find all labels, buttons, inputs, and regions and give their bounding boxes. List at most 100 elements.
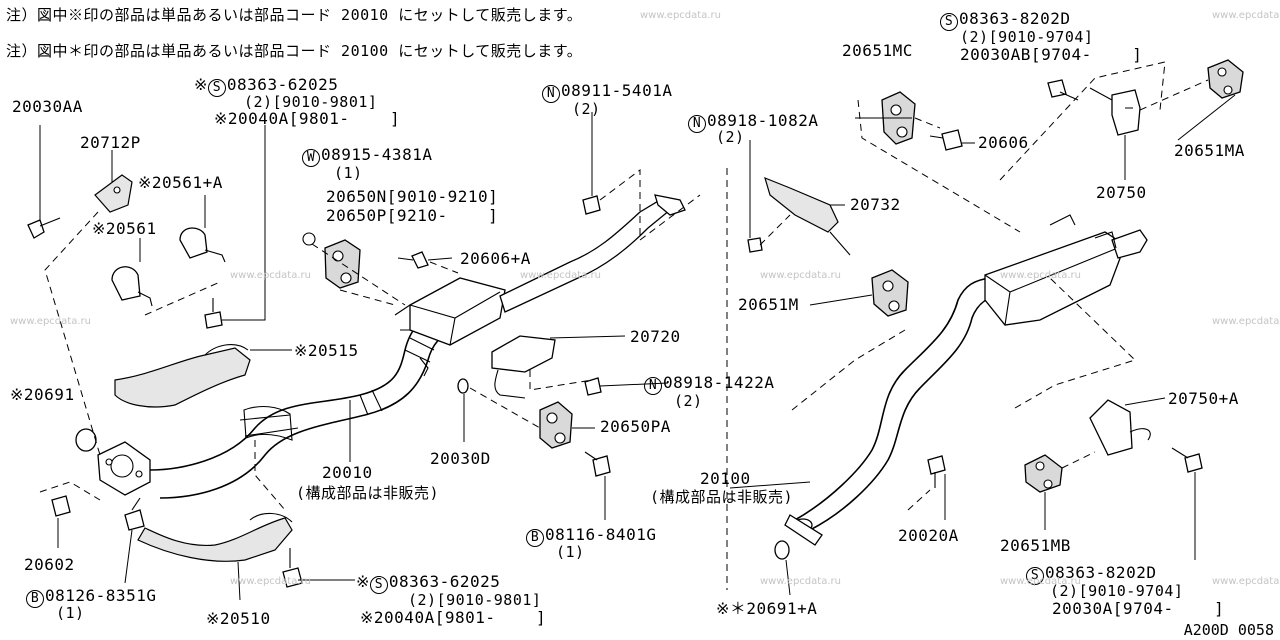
- callout-20100-note: (構成部品は非販売): [650, 488, 794, 506]
- s-symbol: S: [940, 13, 958, 31]
- rear-exhaust-tube: [784, 277, 1003, 546]
- callout-20651MB: 20651MB: [1000, 536, 1071, 555]
- watermark: www.epcdata.ru: [1000, 576, 1081, 587]
- callout-20650P: 20650P[9210- ]: [326, 206, 499, 225]
- callout-20040A-top: ※20040A[9801- ]: [214, 109, 401, 128]
- callout-20651MC: 20651MC: [842, 41, 913, 60]
- callout-w-08915-4381A-qty: (1): [334, 164, 363, 182]
- callout-20712P: 20712P: [80, 133, 141, 152]
- mount-20651M: [871, 269, 909, 317]
- callout-20750A: 20750+A: [1168, 389, 1239, 408]
- watermark: www.epcdata.ru: [1000, 270, 1081, 281]
- fasteners: [27, 79, 1203, 588]
- heat-insulator-lower: [137, 512, 293, 562]
- callout-20030AA: 20030AA: [12, 97, 83, 116]
- callout-s-08363-8202D-bottom-qty: (2)[9010-9704]: [1050, 582, 1184, 600]
- mount-20650PA: [539, 401, 573, 449]
- callout-20651MA: 20651MA: [1174, 141, 1245, 160]
- s-symbol: S: [207, 79, 226, 97]
- callout-20720: 20720: [630, 327, 681, 346]
- callout-20510: ※20510: [206, 609, 271, 628]
- callout-20561A: ※20561+A: [138, 173, 223, 192]
- callout-b-08116-8401G-qty: (1): [556, 543, 585, 561]
- heat-insulator-upper: [114, 344, 251, 408]
- callout-s-08363-8202D-top-qty: (2)[9010-9704]: [960, 28, 1094, 46]
- bracket-20732: [764, 176, 851, 256]
- assembly-lines: [39, 61, 1209, 590]
- w-symbol: W: [302, 149, 320, 167]
- callout-20040A-bottom: ※20040A[9801- ]: [360, 608, 547, 627]
- s-symbol: S: [1026, 567, 1044, 585]
- watermark: www.epcdata.ru: [230, 576, 311, 587]
- manifold-flange: [97, 441, 151, 496]
- callout-20100: 20100: [700, 469, 751, 488]
- callout-n-08918-1082A-qty: (2): [716, 128, 745, 146]
- gasket-20691: [75, 428, 97, 452]
- part-number: 08126-8351G: [45, 586, 157, 605]
- watermark: www.epcdata.ru: [760, 270, 841, 281]
- front-muffler: [394, 194, 686, 346]
- mount-20651MB: [1024, 454, 1063, 493]
- callout-20020A: 20020A: [898, 526, 959, 545]
- bracket-20750A: [1089, 399, 1151, 456]
- watermark: www.epcdata.ru: [10, 316, 91, 327]
- callout-20606: 20606: [978, 133, 1029, 152]
- callout-20515: ※20515: [294, 341, 359, 360]
- watermark: www.epcdata.ru: [230, 270, 311, 281]
- main-muffler: [984, 214, 1148, 326]
- rice-mark: ※: [356, 572, 370, 591]
- watermark: www.epcdata.ru: [1212, 316, 1280, 327]
- callout-20650PA: 20650PA: [600, 417, 671, 436]
- part-number: 08918-1082A: [707, 111, 819, 130]
- callout-20030A: 20030A[9704- ]: [1052, 599, 1225, 618]
- watermark: www.epcdata.ru: [520, 270, 601, 281]
- callout-20651M: 20651M: [738, 295, 799, 314]
- callout-20030D: 20030D: [430, 449, 491, 468]
- part-number: 08363-8202D: [1045, 563, 1157, 582]
- callout-s-08363-62025-bottom-qty: (2)[9010-9801]: [408, 591, 542, 609]
- b-symbol: B: [526, 529, 544, 547]
- b-symbol: B: [26, 590, 44, 608]
- callout-20010-note: (構成部品は非販売): [296, 484, 440, 502]
- callout-20750: 20750: [1096, 183, 1147, 202]
- watermark: www.epcdata.ru: [760, 576, 841, 587]
- part-number: 08363-62025: [388, 572, 501, 591]
- note-line-1: 注）図中※印の部品は単品あるいは部品コード 20010 にセットして販売します。: [6, 6, 583, 24]
- callout-20030AB: 20030AB[9704- ]: [960, 45, 1143, 64]
- part-number: 08915-4381A: [321, 145, 433, 164]
- n-symbol: N: [688, 115, 706, 133]
- s-symbol: S: [369, 576, 388, 594]
- callout-20561: ※20561: [92, 219, 157, 238]
- clamp-20561: [111, 266, 153, 307]
- rice-mark: ※: [194, 75, 208, 94]
- callout-20732: 20732: [850, 195, 901, 214]
- part-number: 08363-62025: [226, 75, 339, 94]
- callout-b-08126-8351G-qty: (1): [56, 604, 85, 622]
- watermark: www.epcdata.ru: [1212, 10, 1280, 21]
- n-symbol: N: [644, 377, 662, 395]
- clamp-20561A: [179, 227, 226, 263]
- callout-20606A: 20606+A: [460, 249, 531, 268]
- callout-20691A: ※＊20691+A: [716, 599, 818, 618]
- part-number: 08363-8202D: [959, 9, 1071, 28]
- watermark: www.epcdata.ru: [640, 10, 721, 21]
- n-symbol: N: [542, 85, 560, 103]
- note-line-2: 注）図中＊印の部品は単品あるいは部品コード 20100 にセットして販売します。: [6, 42, 583, 60]
- callout-20010: 20010: [322, 463, 373, 482]
- part-number: 08911-5401A: [561, 81, 673, 100]
- callout-20691: ※20691: [10, 385, 75, 404]
- leader-lines: [39, 94, 1236, 601]
- diagram-page-code: A200D 0058: [1183, 621, 1274, 639]
- bracket-20750: [1089, 87, 1141, 136]
- part-number: 08918-1422A: [663, 373, 775, 392]
